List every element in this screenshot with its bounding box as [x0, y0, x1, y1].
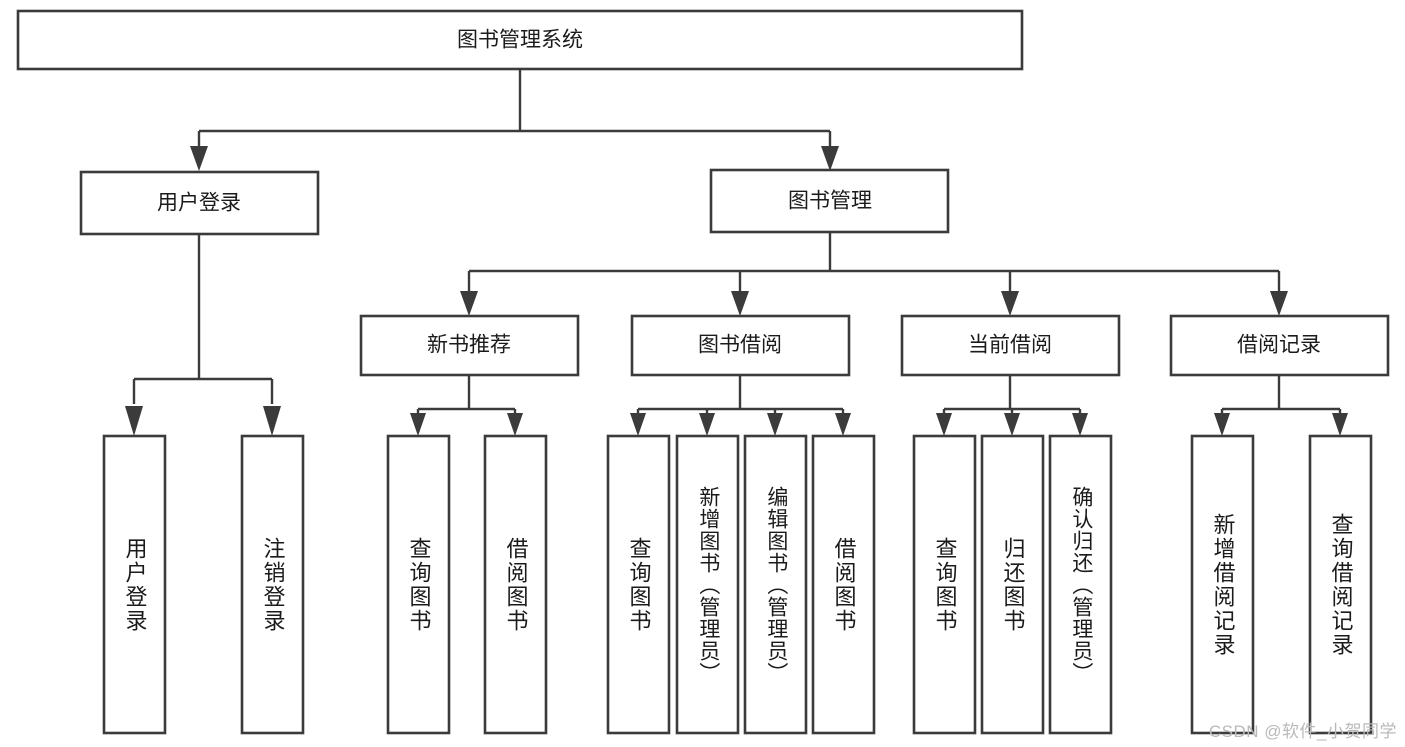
node-leaf-add-record[interactable]: 新增借阅记录 — [1190, 434, 1255, 735]
node-leaf-return-book-label-wrap: 归还图书 — [1000, 536, 1026, 633]
arrow-head-leaf-query-book-3 — [936, 413, 952, 436]
node-leaf-query-book-1-label-wrap: 查询图书 — [406, 536, 432, 633]
node-leaf-user-login-label: 用户登录 — [122, 536, 148, 633]
node-leaf-add-book-label: 新增图书（管理员） — [696, 485, 720, 684]
node-leaf-borrow-book-2-label: 借阅图书 — [831, 536, 857, 633]
node-leaf-return-book[interactable]: 归还图书 — [980, 434, 1045, 735]
node-leaf-logout-login-label: 注销登录 — [260, 536, 286, 633]
arrow-head-leaf-add-book — [699, 413, 715, 436]
node-book-manage-box[interactable] — [709, 168, 950, 234]
node-leaf-query-book-2-box[interactable] — [606, 434, 671, 735]
arrow-head-leaf-borrow-book-1 — [507, 413, 523, 436]
node-leaf-query-book-3-label: 查询图书 — [932, 536, 958, 633]
node-leaf-query-book-1[interactable]: 查询图书 — [386, 434, 451, 735]
node-leaf-logout-login-box[interactable] — [240, 434, 305, 735]
node-new-book-recommend-box[interactable] — [359, 314, 580, 377]
arrow-head-leaf-return-book — [1004, 413, 1020, 436]
node-root-box[interactable] — [16, 9, 1024, 71]
connector-layer — [125, 69, 1348, 436]
arrow-head-leaf-edit-book — [767, 413, 783, 436]
arrow-head-current-borrow — [1001, 291, 1019, 316]
node-leaf-confirm-return-box[interactable] — [1048, 434, 1113, 735]
node-root[interactable]: 图书管理系统 — [16, 9, 1024, 71]
node-leaf-edit-book-label-wrap: 编辑图书（管理员） — [764, 485, 788, 684]
node-leaf-query-record-label: 查询借阅记录 — [1328, 512, 1354, 657]
node-book-borrow-label: 图书借阅 — [698, 334, 782, 357]
node-leaf-query-book-3-box[interactable] — [912, 434, 977, 735]
node-leaf-add-book[interactable]: 新增图书（管理员） — [675, 434, 740, 735]
node-leaf-return-book-box[interactable] — [980, 434, 1045, 735]
node-leaf-query-record-box[interactable] — [1308, 434, 1373, 735]
arrow-head-leaf-add-record — [1214, 413, 1230, 436]
node-leaf-logout-login-label-wrap: 注销登录 — [260, 536, 286, 633]
node-leaf-return-book-label: 归还图书 — [1000, 536, 1026, 633]
node-leaf-confirm-return-label-wrap: 确认归还（管理员） — [1069, 485, 1093, 684]
node-user-login[interactable]: 用户登录 — [79, 170, 320, 236]
node-root-label: 图书管理系统 — [457, 29, 583, 52]
node-leaf-query-book-2-label: 查询图书 — [626, 536, 652, 633]
node-book-manage-label: 图书管理 — [788, 190, 872, 213]
node-new-book-recommend-label: 新书推荐 — [427, 334, 511, 357]
node-leaf-edit-book-box[interactable] — [743, 434, 808, 735]
arrow-head-user-login — [190, 146, 208, 171]
node-leaf-borrow-book-1[interactable]: 借阅图书 — [483, 434, 548, 735]
arrow-head-leaf-query-record — [1332, 413, 1348, 436]
node-user-login-box[interactable] — [79, 170, 320, 236]
arrow-head-leaf-borrow-book-2 — [835, 413, 851, 436]
node-leaf-borrow-book-1-box[interactable] — [483, 434, 548, 735]
node-new-book-recommend[interactable]: 新书推荐 — [359, 314, 580, 377]
node-user-login-label: 用户登录 — [157, 192, 241, 215]
arrow-head-book-manage — [821, 146, 839, 171]
node-leaf-logout-login[interactable]: 注销登录 — [240, 434, 305, 735]
node-leaf-user-login-box[interactable] — [102, 434, 167, 735]
arrow-head-new-book-recommend — [460, 291, 478, 316]
node-borrow-record[interactable]: 借阅记录 — [1169, 314, 1390, 377]
node-book-borrow[interactable]: 图书借阅 — [630, 314, 851, 377]
node-leaf-borrow-book-1-label: 借阅图书 — [503, 536, 529, 633]
node-leaf-query-book-1-box[interactable] — [386, 434, 451, 735]
arrow-head-leaf-user-login — [125, 406, 143, 436]
node-leaf-query-record[interactable]: 查询借阅记录 — [1308, 434, 1373, 735]
node-leaf-query-book-2[interactable]: 查询图书 — [606, 434, 671, 735]
node-leaf-query-book-3[interactable]: 查询图书 — [912, 434, 977, 735]
node-leaf-borrow-book-2[interactable]: 借阅图书 — [811, 434, 876, 735]
node-borrow-record-box[interactable] — [1169, 314, 1390, 377]
node-borrow-record-label: 借阅记录 — [1237, 334, 1321, 357]
node-leaf-add-book-label-wrap: 新增图书（管理员） — [696, 485, 720, 684]
node-book-manage[interactable]: 图书管理 — [709, 168, 950, 234]
node-leaf-user-login[interactable]: 用户登录 — [102, 434, 167, 735]
node-leaf-borrow-book-2-label-wrap: 借阅图书 — [831, 536, 857, 633]
node-leaf-user-login-label-wrap: 用户登录 — [122, 536, 148, 633]
node-leaf-add-record-label: 新增借阅记录 — [1210, 512, 1236, 657]
node-leaf-confirm-return[interactable]: 确认归还（管理员） — [1048, 434, 1113, 735]
node-leaf-query-record-label-wrap: 查询借阅记录 — [1328, 512, 1354, 657]
node-leaf-confirm-return-label: 确认归还（管理员） — [1069, 485, 1093, 684]
node-leaf-query-book-1-label: 查询图书 — [406, 536, 432, 633]
node-current-borrow[interactable]: 当前借阅 — [900, 314, 1121, 377]
node-leaf-add-record-label-wrap: 新增借阅记录 — [1210, 512, 1236, 657]
node-book-borrow-box[interactable] — [630, 314, 851, 377]
node-leaf-borrow-book-2-box[interactable] — [811, 434, 876, 735]
arrow-head-leaf-query-book-2 — [630, 413, 646, 436]
node-leaf-add-book-box[interactable] — [675, 434, 740, 735]
node-leaf-edit-book[interactable]: 编辑图书（管理员） — [743, 434, 808, 735]
arrow-head-leaf-query-book-1 — [410, 413, 426, 436]
arrow-head-book-borrow — [731, 291, 749, 316]
arrow-head-leaf-logout-login — [263, 406, 281, 436]
node-leaf-query-book-2-label-wrap: 查询图书 — [626, 536, 652, 633]
node-leaf-borrow-book-1-label-wrap: 借阅图书 — [503, 536, 529, 633]
node-leaf-add-record-box[interactable] — [1190, 434, 1255, 735]
arrow-head-leaf-confirm-return — [1072, 413, 1088, 436]
node-leaf-query-book-3-label-wrap: 查询图书 — [932, 536, 958, 633]
node-current-borrow-box[interactable] — [900, 314, 1121, 377]
node-leaf-edit-book-label: 编辑图书（管理员） — [764, 485, 788, 684]
arrow-head-borrow-record — [1270, 291, 1288, 316]
node-current-borrow-label: 当前借阅 — [968, 334, 1052, 357]
